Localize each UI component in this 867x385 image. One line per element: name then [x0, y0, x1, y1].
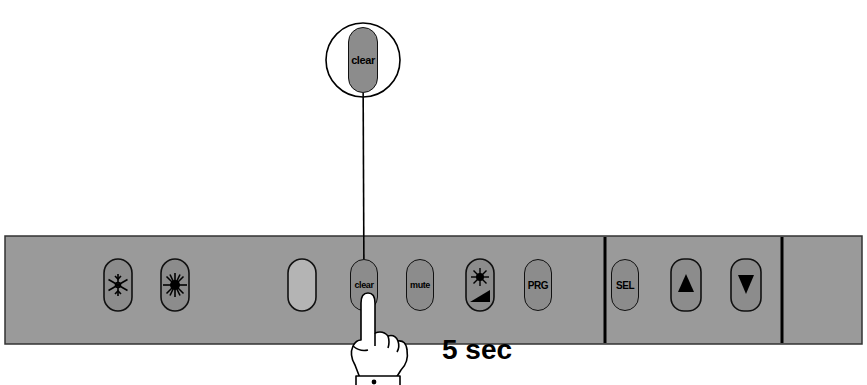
- program-button: PRG: [524, 259, 552, 311]
- button-text: SEL: [616, 280, 634, 291]
- mute-button: mute: [406, 259, 434, 311]
- down-button: [731, 259, 761, 311]
- magnified-clear-button: clear: [348, 27, 378, 93]
- panel-divider: [604, 237, 607, 343]
- magnifier-circle: [326, 23, 400, 97]
- select-button: SEL: [611, 259, 639, 311]
- button-text: clear: [354, 280, 373, 290]
- button-text: PRG: [528, 280, 548, 291]
- control-panel: [5, 236, 862, 344]
- cool-button: [104, 259, 132, 311]
- brightness-button: [466, 259, 494, 311]
- button-text: mute: [410, 280, 430, 290]
- button-text: clear: [351, 54, 375, 66]
- up-button: [671, 259, 701, 311]
- leader-line: [362, 93, 364, 259]
- blank-button: [288, 259, 316, 311]
- duration-label: 5 sec: [442, 334, 512, 366]
- panel-divider: [781, 237, 784, 343]
- heat-button: [161, 259, 189, 311]
